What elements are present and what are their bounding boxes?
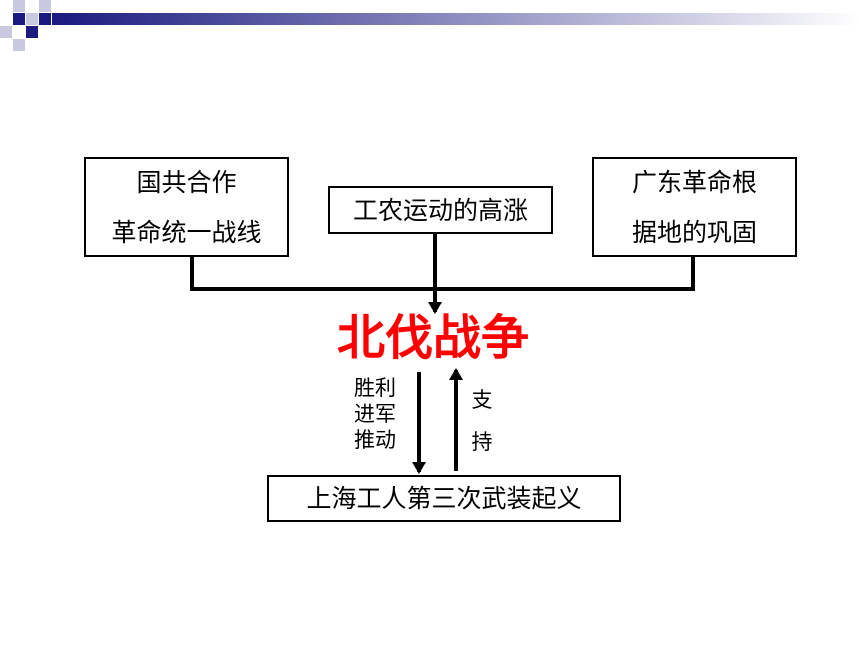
- box-left-line-1: 国共合作: [136, 167, 237, 197]
- box-middle-text: 工农运动的高涨: [352, 195, 528, 225]
- edge-label-up: 支 持: [467, 390, 497, 453]
- edge-label-up-1: 支: [471, 388, 493, 412]
- box-right-line-1: 广东革命根: [631, 167, 757, 197]
- header-banner: [0, 0, 860, 51]
- box-kmt-ccp-cooperation: 国共合作 革命统一战线: [84, 157, 289, 257]
- box-left-line-2: 革命统一战线: [111, 217, 262, 247]
- diagram-title: 北伐战争: [336, 310, 529, 366]
- box-bottom-text: 上海工人第三次武装起义: [306, 484, 582, 513]
- edge-label-down-1: 胜利: [354, 376, 396, 400]
- box-peasant-worker-movement: 工农运动的高涨: [328, 186, 553, 234]
- box-shanghai-uprising: 上海工人第三次武装起义: [267, 475, 621, 522]
- edge-label-down-3: 推动: [354, 428, 396, 452]
- box-guangdong-base: 广东革命根 据地的巩固: [592, 157, 797, 257]
- edge-label-down: 胜利 进军 推动: [349, 378, 401, 456]
- box-right-line-2: 据地的巩固: [631, 217, 757, 247]
- edge-label-down-2: 进军: [354, 402, 396, 426]
- edge-label-up-2: 持: [471, 430, 493, 454]
